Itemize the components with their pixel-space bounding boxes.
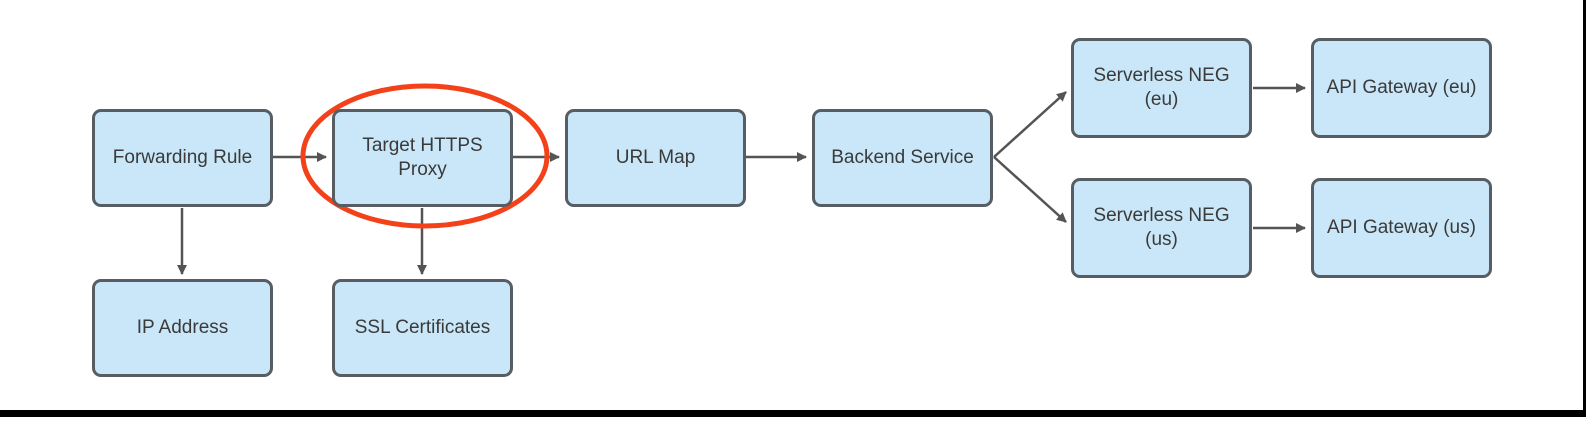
node-ip-address: IP Address: [92, 279, 273, 377]
node-label: API Gateway (eu): [1326, 76, 1477, 98]
node-label: SSL Certificates: [354, 316, 491, 338]
node-label: Serverless NEG (us): [1093, 204, 1230, 250]
node-backend-service: Backend Service: [812, 109, 993, 207]
node-api-gateway-eu: API Gateway (eu): [1311, 38, 1492, 138]
node-label: Forwarding Rule: [112, 146, 253, 168]
node-forwarding-rule: Forwarding Rule: [92, 109, 273, 207]
node-label: URL Map: [615, 146, 696, 168]
node-target-https-proxy: Target HTTPS Proxy: [332, 109, 513, 207]
node-serverless-neg-eu: Serverless NEG (eu): [1071, 38, 1252, 138]
arrow-backend-service-to-serverless-neg-eu: [993, 91, 1067, 158]
node-label: Target HTTPS Proxy: [362, 134, 483, 180]
node-serverless-neg-us: Serverless NEG (us): [1071, 178, 1252, 278]
arrow-backend-service-to-serverless-neg-us: [993, 156, 1067, 223]
node-url-map: URL Map: [565, 109, 746, 207]
node-api-gateway-us: API Gateway (us): [1311, 178, 1492, 278]
node-label: Serverless NEG (eu): [1093, 64, 1230, 110]
node-label: Backend Service: [831, 146, 974, 168]
node-label: API Gateway (us): [1327, 216, 1476, 238]
bottom-edge-line: [0, 410, 1586, 417]
node-label: IP Address: [136, 316, 229, 338]
right-edge-line: [1583, 0, 1586, 417]
node-ssl-certificates: SSL Certificates: [332, 279, 513, 377]
